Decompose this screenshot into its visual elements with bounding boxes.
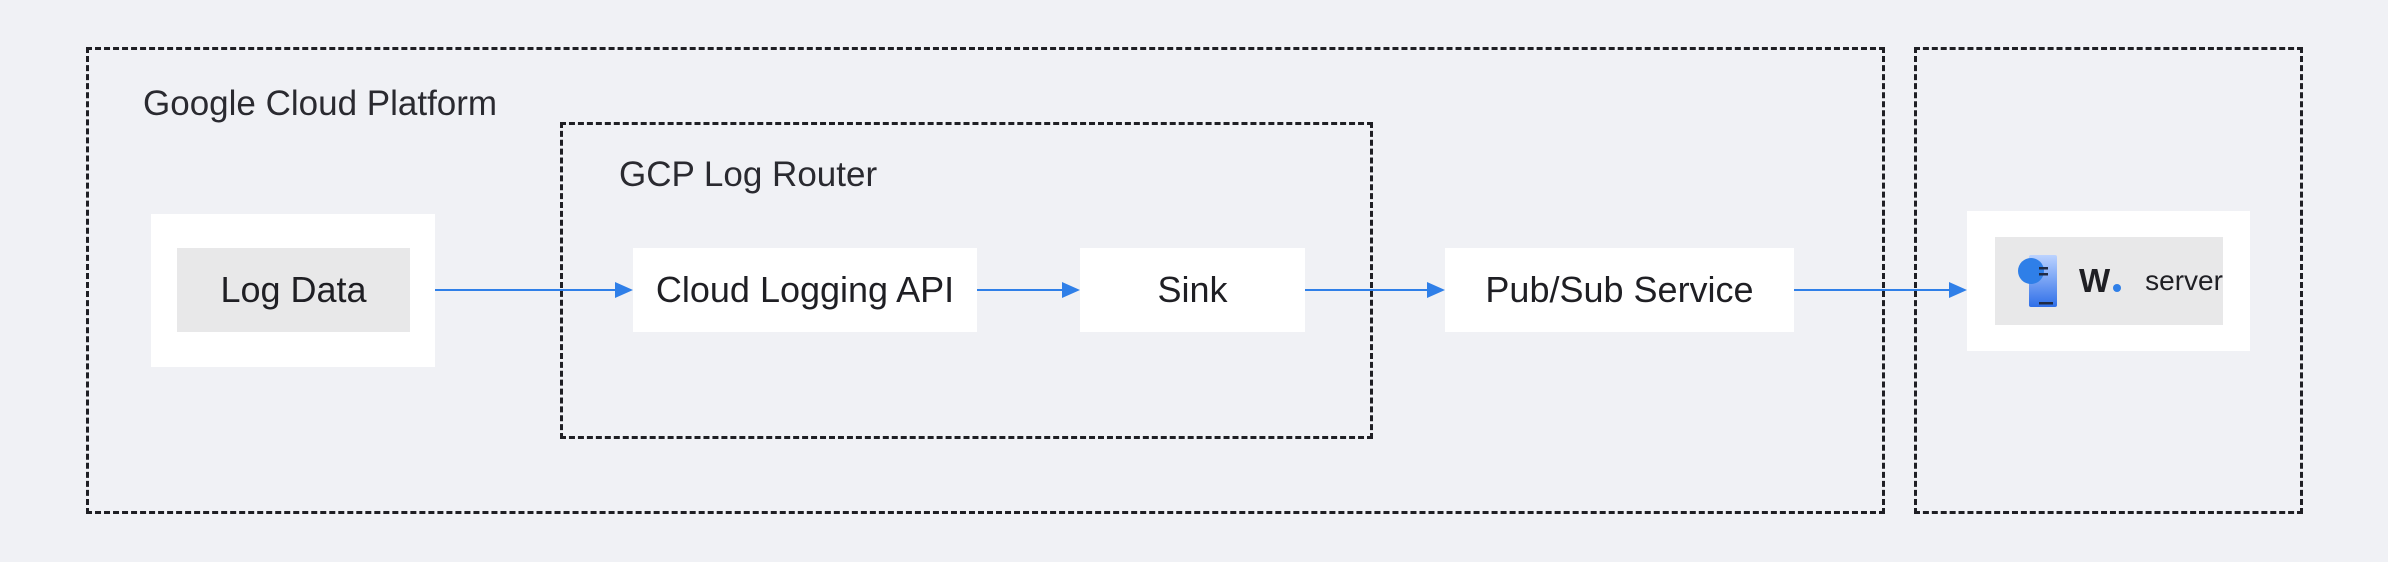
external-group — [1914, 47, 2303, 514]
sink-node: Sink — [1080, 248, 1305, 332]
arrowhead-api — [615, 282, 633, 298]
server-label: server — [2145, 265, 2223, 296]
pubsub-service-node: Pub/Sub Service — [1445, 248, 1794, 332]
document-server-icon — [2017, 253, 2059, 309]
gcp-group-label: Google Cloud Platform — [143, 84, 498, 123]
brand-letter: W — [2079, 262, 2111, 299]
arrowhead-pubsub — [1427, 282, 1445, 298]
arrowhead-server — [1949, 282, 1967, 298]
brand-dot — [2113, 284, 2122, 292]
gcp-group — [86, 47, 1885, 514]
arrowhead-sink — [1062, 282, 1080, 298]
w-logo: W — [2079, 262, 2122, 300]
log-data-node: Log Data — [177, 248, 410, 332]
cloud-logging-api-node: Cloud Logging API — [633, 248, 977, 332]
log-router-label: GCP Log Router — [619, 155, 878, 194]
log-router-group — [560, 122, 1373, 439]
server-node: W server — [1995, 237, 2223, 325]
